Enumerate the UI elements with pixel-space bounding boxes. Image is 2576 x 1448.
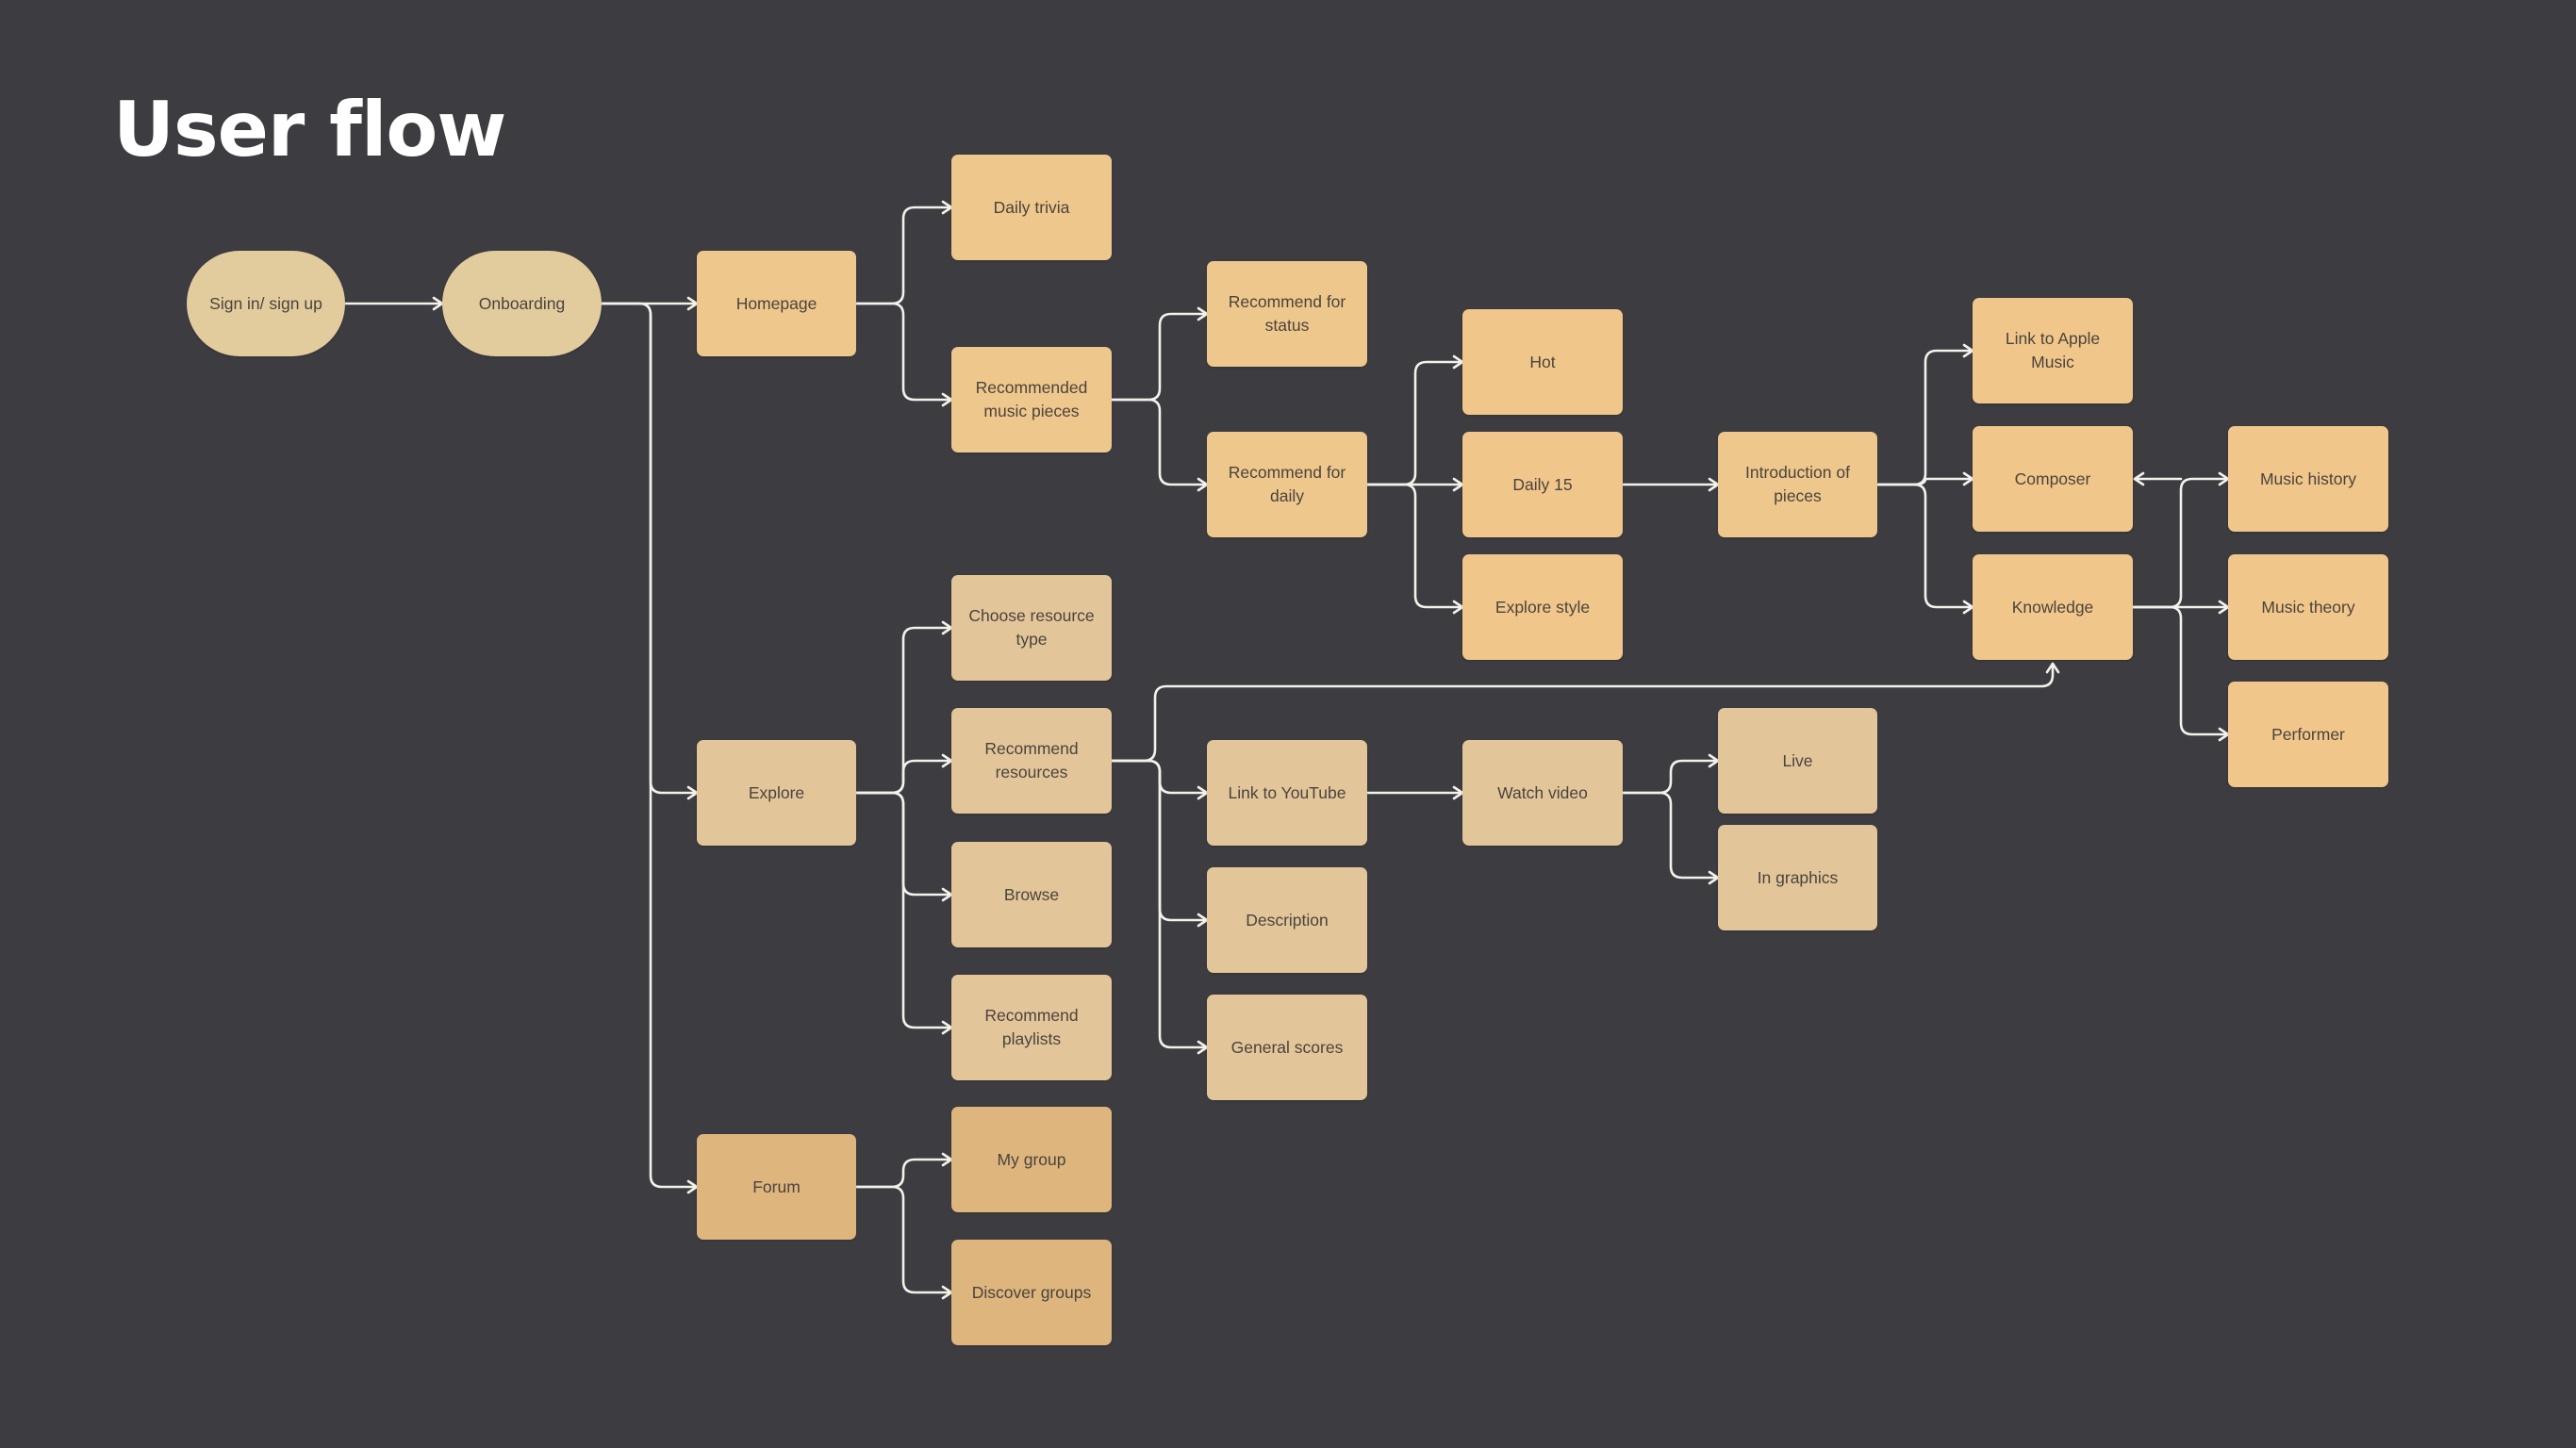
connector-watch-live bbox=[1621, 753, 1720, 795]
connector-onboarding-forum bbox=[600, 302, 699, 1194]
connector-explore-resources bbox=[854, 753, 953, 795]
node-watch-video[interactable]: Watch video bbox=[1462, 740, 1623, 846]
node-label: Music history bbox=[2259, 469, 2357, 488]
node-label: Introduction of pieces bbox=[1745, 463, 1850, 505]
node-onboarding[interactable]: Onboarding bbox=[442, 251, 602, 356]
node-label: Composer bbox=[2014, 469, 2091, 488]
node-label: Recommend for status bbox=[1228, 292, 1346, 335]
connector-forum-mygroup bbox=[854, 1152, 953, 1189]
node-label: Recommended music pieces bbox=[975, 378, 1088, 420]
connector-knowledge-history bbox=[2131, 471, 2230, 609]
connector-intro-apple bbox=[1875, 343, 1974, 486]
node-description[interactable]: Description bbox=[1207, 867, 1367, 973]
node-label: Watch video bbox=[1497, 782, 1588, 802]
node-knowledge[interactable]: Knowledge bbox=[1973, 554, 2133, 660]
connector-forum-discover bbox=[854, 1185, 953, 1300]
node-label: In graphics bbox=[1757, 867, 1839, 887]
connector-watch-graphics bbox=[1621, 791, 1720, 885]
node-recommend-playlists[interactable]: Recommend playlists bbox=[951, 975, 1112, 1080]
node-label: Daily trivia bbox=[993, 197, 1070, 217]
node-label: Homepage bbox=[735, 293, 817, 313]
connector-music-status bbox=[1110, 306, 1209, 402]
node-label: Browse bbox=[1003, 884, 1060, 904]
node-hot[interactable]: Hot bbox=[1462, 309, 1623, 415]
node-sign-in[interactable]: Sign in/ sign up bbox=[187, 251, 345, 356]
node-general-scores[interactable]: General scores bbox=[1207, 995, 1367, 1100]
node-label: Choose resource type bbox=[968, 606, 1095, 649]
node-daily-trivia[interactable]: Daily trivia bbox=[951, 155, 1112, 260]
connector-daily-explorestyle bbox=[1365, 483, 1464, 615]
node-link-to-apple-music[interactable]: Link to Apple Music bbox=[1973, 298, 2133, 403]
node-recommend-for-daily[interactable]: Recommend for daily bbox=[1207, 432, 1367, 537]
node-label: Hot bbox=[1529, 352, 1556, 371]
node-recommend-resources[interactable]: Recommend resources bbox=[951, 708, 1112, 814]
node-explore-style[interactable]: Explore style bbox=[1462, 554, 1623, 660]
connector-onboarding-explore bbox=[600, 302, 699, 800]
connector-intro-knowledge bbox=[1875, 483, 1974, 615]
node-forum[interactable]: Forum bbox=[697, 1134, 856, 1240]
node-label: Link to YouTube bbox=[1228, 782, 1346, 802]
node-label: Knowledge bbox=[2011, 597, 2094, 617]
node-performer[interactable]: Performer bbox=[2228, 682, 2388, 787]
node-live[interactable]: Live bbox=[1718, 708, 1877, 814]
connector-resources-knowledge bbox=[1110, 662, 2060, 763]
connector-music-daily bbox=[1110, 398, 1209, 492]
connector-homepage-trivia bbox=[854, 200, 953, 305]
node-discover-groups[interactable]: Discover groups bbox=[951, 1240, 1112, 1345]
node-explore[interactable]: Explore bbox=[697, 740, 856, 846]
node-browse[interactable]: Browse bbox=[951, 842, 1112, 947]
connector-explore-playlists bbox=[854, 791, 953, 1035]
node-my-group[interactable]: My group bbox=[951, 1107, 1112, 1212]
node-label: Performer bbox=[2271, 724, 2345, 744]
node-recommended-music-pieces[interactable]: Recommended music pieces bbox=[951, 347, 1112, 452]
node-introduction-of-pieces[interactable]: Introduction of pieces bbox=[1718, 432, 1877, 537]
node-in-graphics[interactable]: In graphics bbox=[1718, 825, 1877, 930]
node-composer[interactable]: Composer bbox=[1973, 426, 2133, 532]
connector-homepage-recommended bbox=[854, 302, 953, 407]
node-label: Live bbox=[1782, 750, 1813, 770]
connector-resources-scores bbox=[1110, 759, 1209, 1055]
node-homepage[interactable]: Homepage bbox=[697, 251, 856, 356]
node-music-theory[interactable]: Music theory bbox=[2228, 554, 2388, 660]
node-link-to-youtube[interactable]: Link to YouTube bbox=[1207, 740, 1367, 846]
node-label: Explore bbox=[748, 782, 805, 802]
node-label: Description bbox=[1246, 910, 1329, 930]
node-label: Onboarding bbox=[478, 293, 566, 313]
node-daily-15[interactable]: Daily 15 bbox=[1462, 432, 1623, 537]
page-title: User flow bbox=[113, 86, 506, 173]
node-label: Discover groups bbox=[971, 1282, 1092, 1302]
node-label: General scores bbox=[1230, 1037, 1344, 1057]
connector-daily-hot bbox=[1365, 354, 1464, 486]
node-label: Music theory bbox=[2261, 597, 2355, 617]
node-label: My group bbox=[997, 1149, 1066, 1169]
node-label: Forum bbox=[752, 1176, 801, 1196]
node-choose-resource-type[interactable]: Choose resource type bbox=[951, 575, 1112, 681]
node-label: Sign in/ sign up bbox=[209, 293, 322, 313]
connector-knowledge-performer bbox=[2131, 605, 2230, 742]
node-label: Explore style bbox=[1494, 597, 1591, 617]
node-label: Recommend resources bbox=[984, 739, 1079, 782]
node-label: Recommend playlists bbox=[984, 1006, 1079, 1048]
node-label: Link to Apple Music bbox=[2005, 329, 2101, 371]
node-music-history[interactable]: Music history bbox=[2228, 426, 2388, 532]
node-recommend-for-status[interactable]: Recommend for status bbox=[1207, 261, 1367, 367]
node-label: Recommend for daily bbox=[1228, 463, 1346, 505]
node-label: Daily 15 bbox=[1512, 474, 1573, 494]
